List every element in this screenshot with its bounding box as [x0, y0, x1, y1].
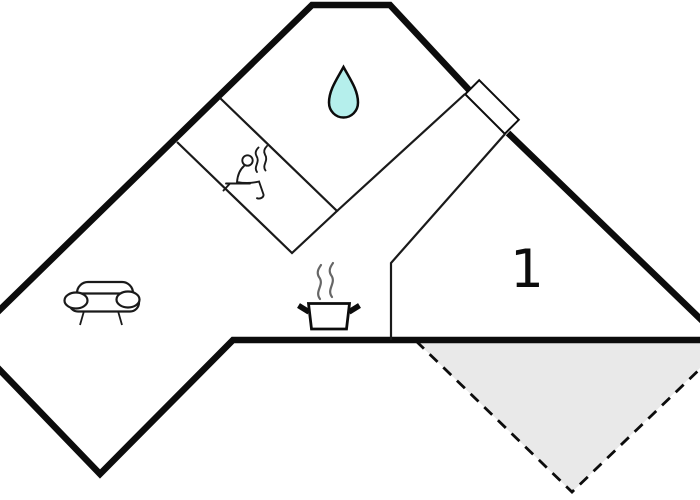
pot-steam-wave-1: [316, 263, 323, 301]
sauna-steam-wave-2: [263, 145, 268, 172]
door-marker: [463, 78, 521, 136]
water-drop-shape: [327, 64, 360, 119]
cooking-pot-icon: [297, 261, 361, 331]
sauna-room-walls: [176, 97, 339, 255]
sauna-steam-wave-1: [254, 146, 260, 173]
sofa-leg-left: [79, 310, 85, 326]
sofa-leg-right: [117, 310, 123, 326]
pot-handle-right: [347, 303, 361, 315]
terrace-fill: [416, 341, 700, 492]
sofa-armrest-left: [63, 291, 89, 310]
water-drop-icon: [327, 64, 360, 119]
wall-top-left: [0, 1, 473, 315]
sofa-icon: [63, 280, 141, 326]
pot-body: [306, 302, 352, 331]
room-number-label: 1: [510, 239, 544, 300]
hallway-bedroom-wall: [389, 133, 506, 340]
terrace-dashed-border: [415, 339, 700, 494]
terrace-area: [415, 339, 700, 494]
pot-handle-left: [297, 303, 311, 315]
sofa-armrest-right: [115, 290, 141, 309]
sauna-person-body: [235, 165, 265, 200]
pot-steam-wave-2: [328, 261, 335, 299]
sauna-person-head: [241, 154, 254, 167]
sauna-bench-leg: [222, 182, 231, 192]
hallway-wall-upper: [336, 93, 466, 212]
sauna-icon: [222, 145, 268, 200]
interior-walls: [176, 93, 506, 340]
wall-bottom: [0, 336, 700, 479]
outer-walls: [0, 1, 700, 479]
wall-right: [505, 130, 700, 324]
